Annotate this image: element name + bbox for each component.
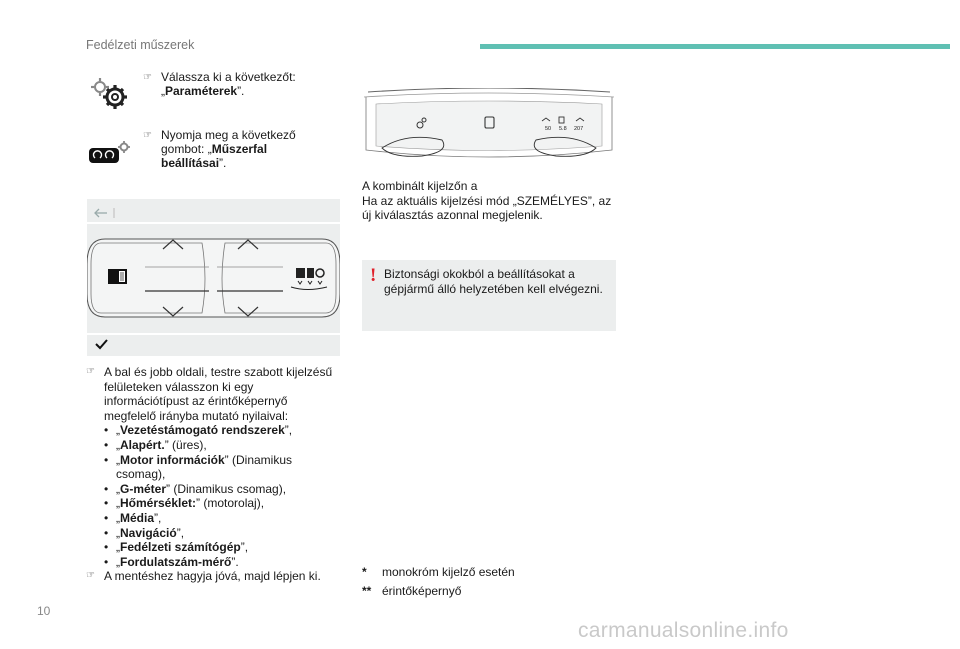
list-item: •„Média”,	[104, 510, 162, 525]
safety-warning-box: ! Biztonsági okokból a beállításokat a g…	[362, 260, 616, 331]
combined-display-note: A kombinált kijelzőn a Ha az aktuális ki…	[362, 179, 612, 222]
list-item: •„Navigáció”,	[104, 525, 185, 540]
cluster-value-1: 50	[545, 126, 551, 132]
list-item: •„Alapért.” (üres),	[104, 437, 207, 452]
list-item: •„Vezetéstámogató rendszerek”,	[104, 423, 293, 438]
watermark: carmanualsonline.info	[578, 619, 789, 642]
left-down-arrow-icon	[162, 306, 184, 317]
step-select-parameters: ☞ Válassza ki a következőt: „Paraméterek…	[143, 70, 296, 98]
finger-pointer-icon: ☞	[143, 130, 152, 141]
footnote-monochrome: *monokróm kijelző esetén	[362, 565, 515, 579]
media-display-icon	[108, 269, 127, 284]
footnote-touchscreen: **érintőképernyő	[362, 584, 462, 598]
cluster-gauge-icons	[541, 116, 585, 124]
list-item: •„Fordulatszám-mérő”.	[104, 554, 239, 569]
dashboard-settings-icon	[88, 140, 132, 171]
touchscreen-dashboard-panel	[86, 199, 341, 356]
section-title: Fedélzeti műszerek	[86, 38, 195, 52]
cluster-value-3: 207	[574, 126, 583, 132]
back-arrow-icon	[94, 208, 115, 218]
right-down-arrow-icon	[237, 306, 259, 317]
list-item: •„Hőmérséklet:” (motorolaj),	[104, 496, 265, 511]
finger-pointer-icon: ☞	[143, 72, 152, 83]
instructions-list: ☞ A bal és jobb oldali, testre szabott k…	[86, 365, 339, 584]
finger-pointer-icon: ☞	[86, 570, 95, 582]
warning-exclamation-icon: !	[370, 265, 377, 286]
instrument-cluster-illustration: 50 5.8 207	[362, 87, 616, 170]
page-number: 10	[37, 604, 51, 618]
list-item: •„G-méter” (Dinamikus csomag),	[104, 481, 287, 496]
instruction-intro: ☞ A bal és jobb oldali, testre szabott k…	[86, 365, 333, 423]
confirm-check-icon	[95, 339, 108, 350]
cluster-value-2: 5.8	[559, 126, 567, 132]
header-accent-bar	[480, 44, 950, 49]
cluster-settings-icon	[416, 117, 427, 129]
gauge-selector-icons	[290, 268, 328, 290]
warning-text: Biztonsági okokból a beállításokat a gép…	[384, 267, 603, 296]
list-item: •„Fedélzeti számítógép”,	[104, 540, 249, 555]
cluster-center-icon	[484, 116, 495, 129]
step-dashboard-settings: ☞ Nyomja meg a következő gombot: „Műszer…	[143, 128, 296, 170]
right-up-arrow-icon	[237, 239, 259, 250]
finger-pointer-icon: ☞	[86, 366, 95, 377]
left-up-arrow-icon	[162, 239, 184, 250]
list-item: •„Motor információk” (Dinamikus csomag),	[104, 452, 293, 482]
instruction-final: ☞ A mentéshez hagyja jóvá, majd lépjen k…	[86, 569, 321, 584]
settings-gears-icon	[88, 76, 132, 115]
